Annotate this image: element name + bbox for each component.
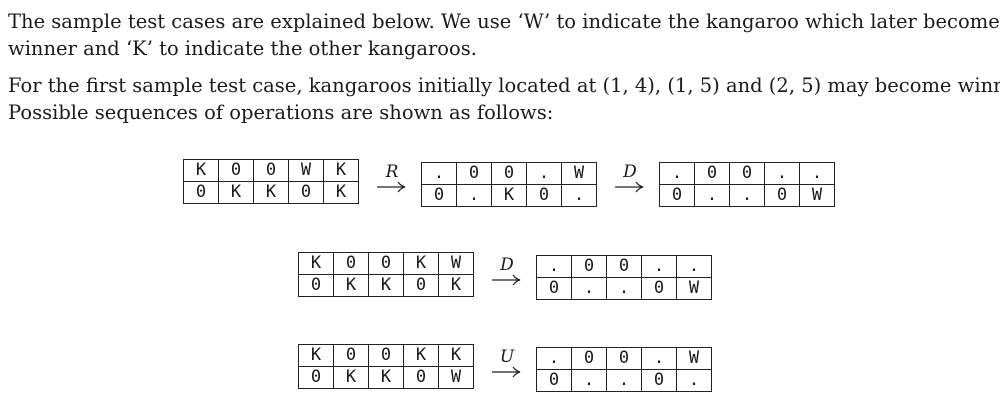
grid-cell: 0 <box>571 347 607 370</box>
grid-cell: . <box>536 347 572 370</box>
grid-cell: . <box>456 184 492 207</box>
grid-cell: . <box>536 255 572 278</box>
intro-paragraph: The sample test cases are explained belo… <box>8 8 1000 62</box>
grid-cell: 0 <box>729 162 765 185</box>
grid-cell: K <box>298 344 334 367</box>
grid-cell: 0 <box>491 162 527 185</box>
operation-label: R <box>385 162 399 182</box>
grid-cell: W <box>676 277 712 300</box>
grid-cell: 0 <box>641 369 677 392</box>
operation-label: D <box>623 162 637 182</box>
grid-cell: . <box>606 369 642 392</box>
grid-cell: . <box>659 162 695 185</box>
grid-cell: 0 <box>298 274 334 297</box>
grid-cell: K <box>438 344 474 367</box>
grid-cell: . <box>676 369 712 392</box>
operation-arrow: D <box>613 161 647 201</box>
intro-line-2: winner and ‘K’ to indicate the other kan… <box>8 37 477 60</box>
grid-cell: . <box>694 184 730 207</box>
grid-cell: W <box>288 159 324 182</box>
grid-cell: K <box>403 344 439 367</box>
grid-cell: K <box>298 252 334 275</box>
grid-cell: . <box>571 369 607 392</box>
grid-cell: 0 <box>368 344 404 367</box>
operation-label: U <box>499 347 515 367</box>
grid-cell: K <box>491 184 527 207</box>
grid-cell: K <box>323 159 359 182</box>
intro-line-1: The sample test cases are explained belo… <box>8 10 1000 33</box>
grid-cell: K <box>323 181 359 204</box>
grid-cell: 0 <box>536 369 572 392</box>
grid-cell: 0 <box>456 162 492 185</box>
operation-arrow: R <box>375 161 409 201</box>
grid-cell: 0 <box>183 181 219 204</box>
grid-cell: 0 <box>641 277 677 300</box>
grid-cell: K <box>333 274 369 297</box>
grid-cell: 0 <box>694 162 730 185</box>
grid-cell: . <box>729 184 765 207</box>
grid-cell: K <box>333 366 369 389</box>
grid-cell: K <box>368 274 404 297</box>
grid-cell: 0 <box>253 159 289 182</box>
right-arrow-icon <box>492 274 521 286</box>
grid-cell: W <box>438 366 474 389</box>
grid-cell: 0 <box>218 159 254 182</box>
right-arrow-icon <box>377 181 406 193</box>
grid-cell: K <box>183 159 219 182</box>
grid-cell: K <box>403 252 439 275</box>
grid-cell: . <box>526 162 562 185</box>
grid-cell: 0 <box>298 366 334 389</box>
grid-cell: 0 <box>333 344 369 367</box>
grid-cell: W <box>799 184 835 207</box>
example-paragraph: For the first sample test case, kangaroo… <box>8 72 1000 126</box>
operation-arrow: U <box>490 346 524 386</box>
grid-cell: W <box>438 252 474 275</box>
grid-cell: 0 <box>288 181 324 204</box>
grid-cell: 0 <box>333 252 369 275</box>
grid-cell: . <box>421 162 457 185</box>
grid-cell: W <box>676 347 712 370</box>
grid-cell: 0 <box>421 184 457 207</box>
grid-cell: 0 <box>536 277 572 300</box>
grid-cell: 0 <box>368 252 404 275</box>
grid-cell: W <box>561 162 597 185</box>
grid-cell: 0 <box>571 255 607 278</box>
grid-cell: K <box>438 274 474 297</box>
grid-cell: 0 <box>403 366 439 389</box>
right-arrow-icon <box>615 181 644 193</box>
grid-cell: . <box>571 277 607 300</box>
grid-cell: . <box>641 255 677 278</box>
grid-cell: . <box>676 255 712 278</box>
grid-cell: 0 <box>606 255 642 278</box>
grid-cell: 0 <box>659 184 695 207</box>
grid-cell: 0 <box>526 184 562 207</box>
grid-cell: 0 <box>403 274 439 297</box>
example-line-2: Possible sequences of operations are sho… <box>8 101 554 124</box>
grid-cell: . <box>561 184 597 207</box>
grid-cell: 0 <box>606 347 642 370</box>
operation-arrow: D <box>490 254 524 294</box>
grid-cell: 0 <box>764 184 800 207</box>
example-line-1: For the first sample test case, kangaroo… <box>8 74 1000 97</box>
grid-cell: . <box>764 162 800 185</box>
grid-cell: . <box>641 347 677 370</box>
grid-cell: K <box>253 181 289 204</box>
grid-cell: . <box>606 277 642 300</box>
grid-cell: K <box>218 181 254 204</box>
grid-cell: K <box>368 366 404 389</box>
right-arrow-icon <box>492 366 521 378</box>
grid-cell: . <box>799 162 835 185</box>
operation-label: D <box>500 255 514 275</box>
